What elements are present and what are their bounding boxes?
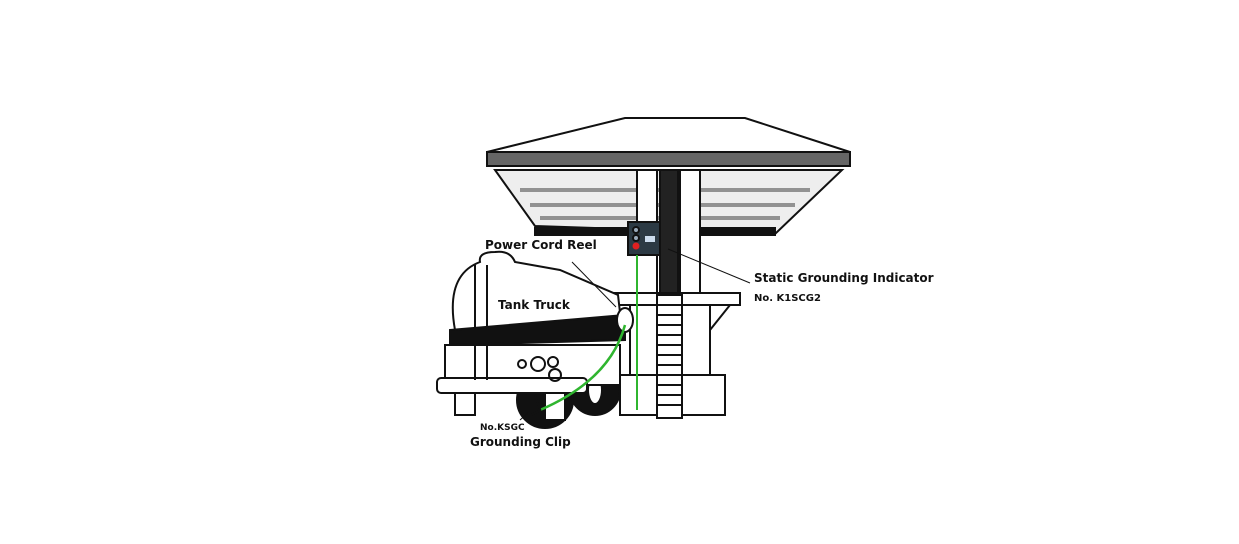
clip-model-label: No.KSGC bbox=[480, 423, 525, 433]
leader-lines bbox=[519, 248, 751, 421]
tank-truck bbox=[436, 250, 634, 429]
power-cord-reel-label: Power Cord Reel bbox=[485, 238, 597, 252]
grounding-clip-label: Grounding Clip bbox=[470, 435, 571, 449]
grounding-clip-icon bbox=[531, 394, 542, 417]
grounding-cable bbox=[539, 324, 627, 412]
static-grounding-indicator-label: Static Grounding Indicator bbox=[754, 271, 934, 285]
static-grounding-indicator-box bbox=[627, 221, 661, 256]
tank-truck-label: Tank Truck bbox=[498, 298, 570, 312]
stairs bbox=[656, 294, 683, 419]
indicator-model-label: No. K1SCG2 bbox=[754, 293, 821, 304]
